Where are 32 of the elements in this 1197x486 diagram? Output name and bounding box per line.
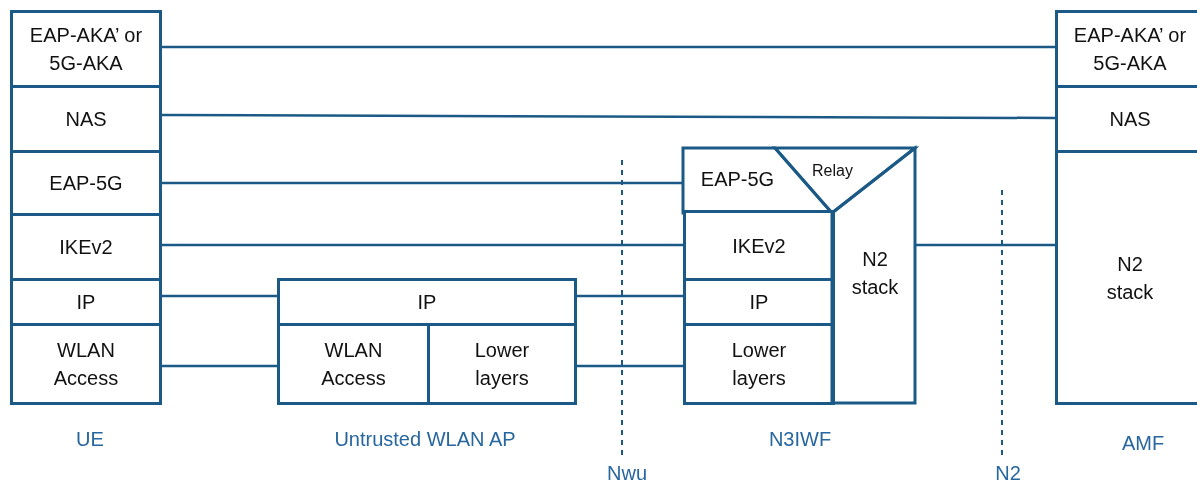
connector-line	[162, 364, 277, 368]
connector-line	[577, 364, 683, 368]
entity-label: N3IWF	[768, 428, 832, 451]
entity-label: UE	[76, 428, 104, 451]
connector-line	[915, 243, 1055, 247]
layer-label: EAP-5G	[699, 167, 776, 192]
protocol-layer-box: Lower layers	[683, 323, 835, 405]
protocol-layer-box: IP	[683, 278, 835, 326]
protocol-layer-box: N2 stack	[1055, 150, 1197, 405]
connector-line	[162, 294, 277, 298]
connector-line	[162, 45, 1055, 49]
entity-label: Untrusted WLAN AP	[334, 428, 516, 451]
connector-line	[162, 243, 683, 247]
protocol-layer-box: Lower layers	[427, 323, 577, 405]
layer-label: Relay	[811, 161, 854, 181]
protocol-layer-box: EAP-AKA’ or 5G-AKA	[1055, 10, 1197, 88]
protocol-layer-box: EAP-AKA’ or 5G-AKA	[10, 10, 162, 88]
protocol-layer-box: WLAN Access	[277, 323, 430, 405]
protocol-layer-box: WLAN Access	[10, 323, 162, 405]
protocol-layer-box: IKEv2	[683, 210, 835, 281]
reference-point-label: N2	[995, 462, 1021, 485]
entity-label: AMF	[1121, 432, 1165, 455]
protocol-layer-box: IKEv2	[10, 213, 162, 281]
protocol-layer-box: IP	[10, 278, 162, 326]
connector-line	[577, 294, 683, 298]
protocol-layer-box: IP	[277, 278, 577, 326]
protocol-layer-box: NAS	[10, 85, 162, 153]
connector-line	[162, 181, 683, 185]
layer-label: N2 stack	[850, 247, 900, 300]
connector-line	[162, 113, 1055, 120]
protocol-layer-box: EAP-5G	[10, 150, 162, 216]
reference-point-label: Nwu	[607, 462, 647, 485]
